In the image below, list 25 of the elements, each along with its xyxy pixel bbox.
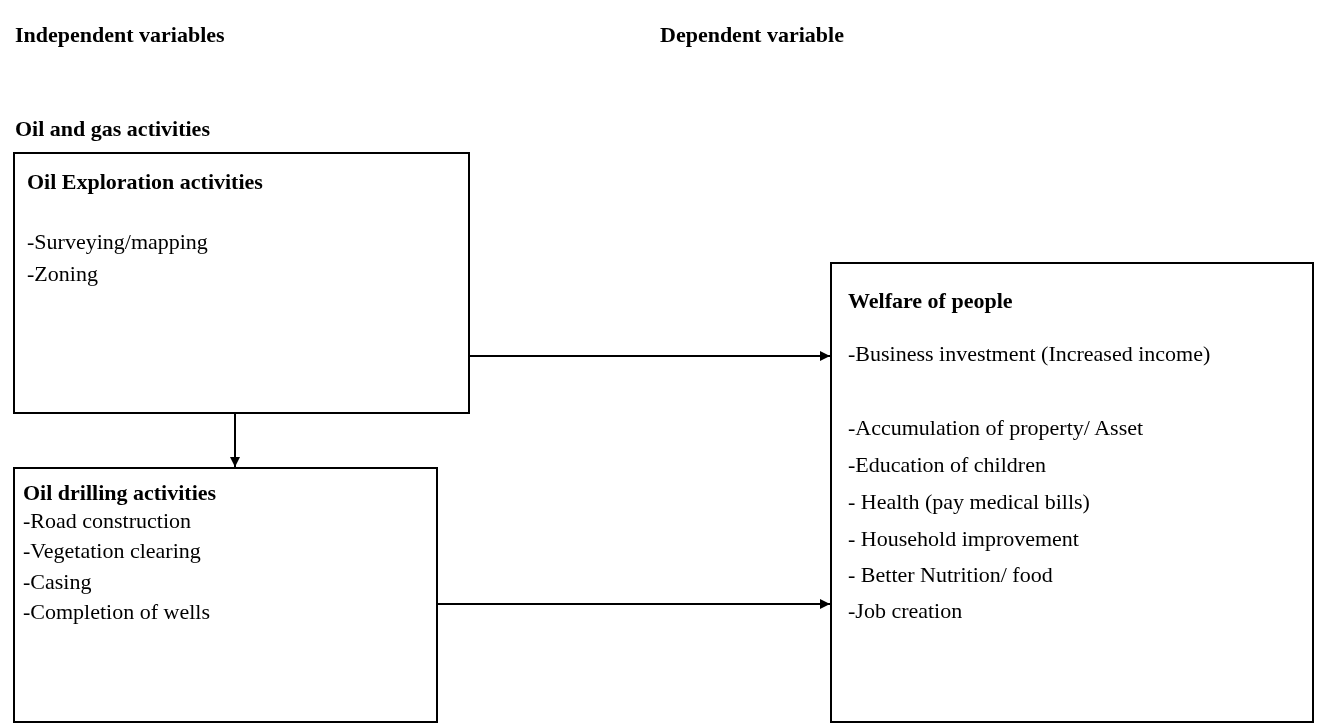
list-item: -Zoning (27, 260, 99, 288)
box-heading: Oil drilling activities (23, 479, 218, 507)
list-item: - Health (pay medical bills) (848, 488, 1091, 516)
arrow (230, 413, 240, 468)
arrow (437, 599, 831, 609)
variable-box (13, 467, 438, 723)
list-item: - Household improvement (848, 525, 1080, 553)
list-item: -Business investment (Increased income) (848, 340, 1212, 368)
list-item: -Road construction (23, 507, 193, 535)
list-item: -Education of children (848, 451, 1047, 479)
box-heading: Oil Exploration activities (27, 168, 264, 196)
list-item: -Casing (23, 568, 93, 596)
list-item: -Job creation (848, 597, 964, 625)
variable-box (830, 262, 1314, 723)
list-item: -Completion of wells (23, 598, 211, 626)
variable-box (13, 152, 470, 414)
heading-text: Independent variables (15, 22, 225, 48)
list-item: -Vegetation clearing (23, 537, 202, 565)
heading-text: Oil and gas activities (15, 116, 210, 142)
arrow (469, 351, 831, 361)
list-item: -Surveying/mapping (27, 228, 209, 256)
list-item: - Better Nutrition/ food (848, 561, 1054, 589)
heading-text: Dependent variable (660, 22, 844, 48)
box-heading: Welfare of people (848, 287, 1014, 315)
list-item: -Accumulation of property/ Asset (848, 414, 1145, 442)
